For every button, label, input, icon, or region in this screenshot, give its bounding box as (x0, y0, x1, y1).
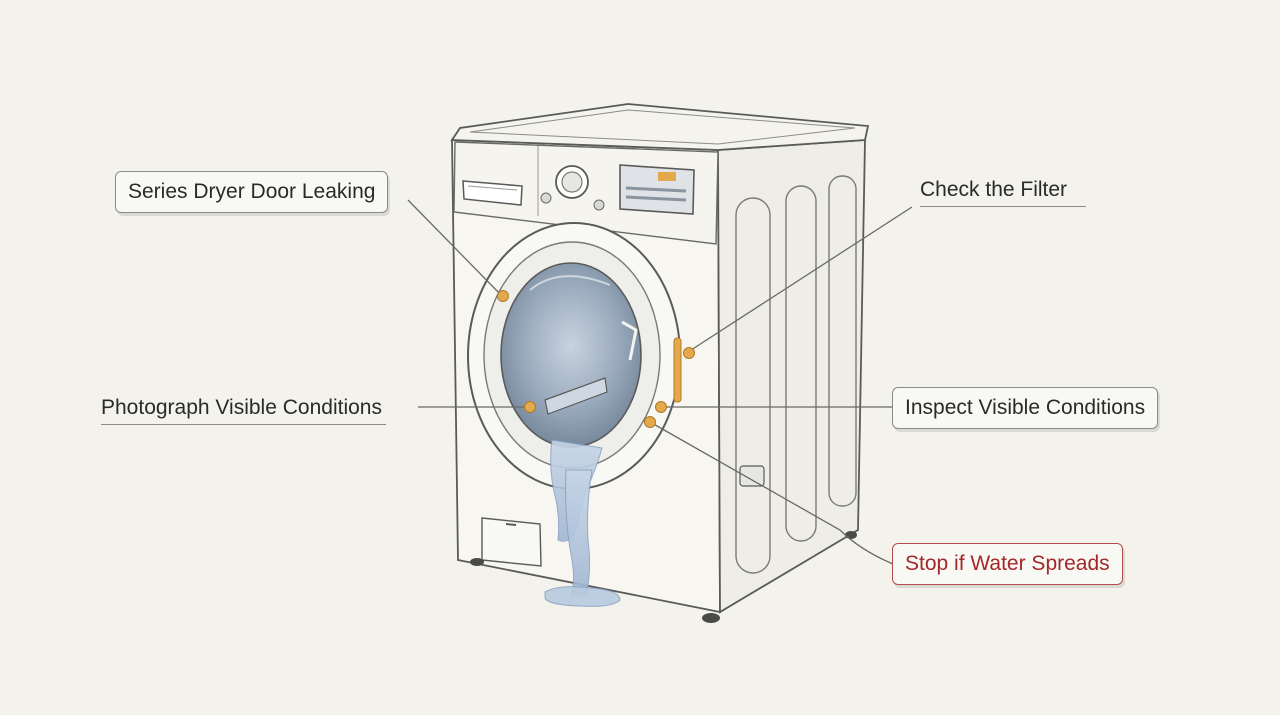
machine-side-face (717, 139, 866, 614)
leader-door-leaking (407, 199, 503, 297)
dial-knob-icon (555, 165, 589, 199)
leader-check-filter (687, 206, 913, 353)
callout-door-leaking: Series Dryer Door Leaking (115, 171, 389, 213)
callout-check-filter: Check the Filter (920, 179, 1086, 207)
drum-window (500, 262, 642, 448)
leader-stop-spread (649, 421, 894, 565)
machine-top (450, 103, 870, 151)
water-leak-icon (544, 439, 621, 607)
display-panel-icon (619, 164, 695, 215)
marker-dot-icon (497, 290, 695, 428)
door-handle (673, 337, 682, 403)
callout-inspect: Inspect Visible Conditions (892, 387, 1159, 429)
service-hatch (481, 517, 542, 567)
callout-stop-spread: Stop if Water Spreads (892, 543, 1123, 585)
callout-photograph: Photograph Visible Conditions (101, 397, 386, 425)
